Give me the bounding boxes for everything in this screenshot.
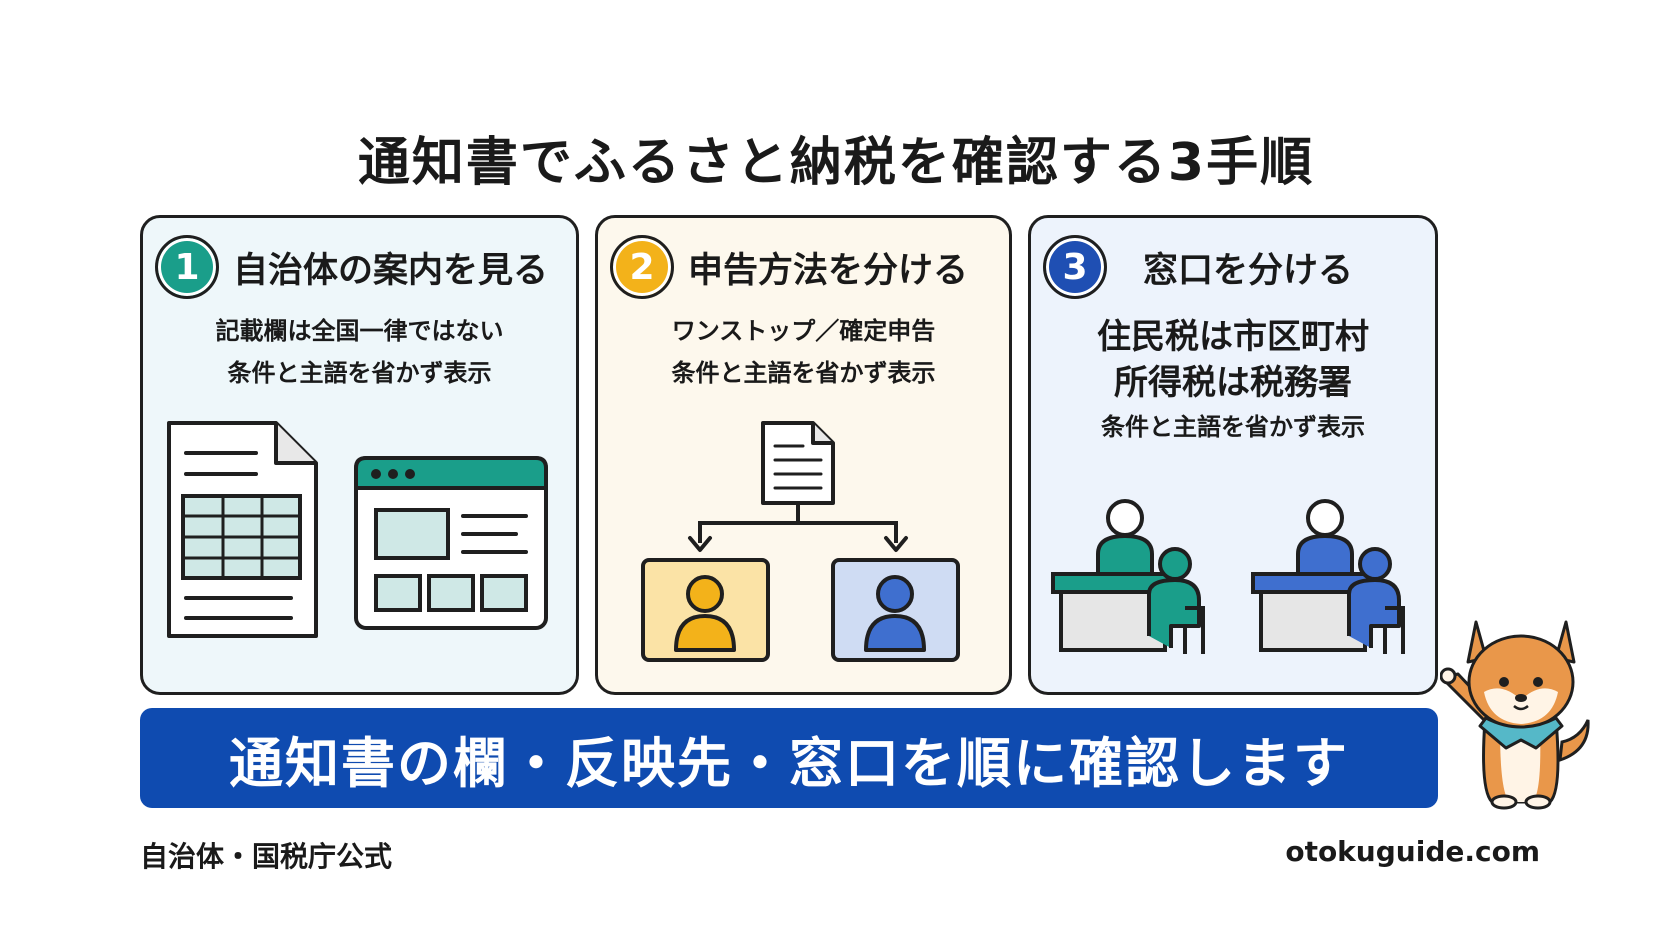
step-number-badge: 1 [155,235,219,299]
summary-banner: 通知書の欄・反映先・窓口を順に確認します [140,708,1438,808]
document-branch-illustration [641,421,960,662]
description-line: 条件と主語を省かず表示 [671,359,936,387]
document-illustration [167,421,548,638]
counter-clerk-icon [1251,499,1405,654]
description-line: 条件と主語を省かず表示 [227,359,492,387]
step-panel-2: 2 申告方法を分ける ワンストップ／確定申告 条件と主語を省かず表示 [595,215,1012,695]
document-icon [167,421,318,638]
description-line: ワンストップ／確定申告 [671,317,936,345]
description-line: 住民税は市区町村 [1097,317,1369,357]
page-title: 通知書でふるさと納税を確認する3手順 [357,133,1315,193]
counter-illustration [1051,499,1405,654]
step-number-badge: 2 [610,235,674,299]
document-branch-icon [688,421,908,552]
browser-window-icon [354,456,548,630]
description-line: 条件と主語を省かず表示 [1101,413,1365,441]
shiba-dog-mascot [1440,620,1590,810]
step-number-badge: 3 [1043,235,1107,299]
step-panel-3: 3 窓口を分ける 住民税は市区町村 所得税は税務署 条件と主語を省かず表示 [1028,215,1438,695]
step-header-3: 3 窓口を分ける [1043,232,1423,302]
description-line: 所得税は税務署 [1114,363,1352,403]
step-heading: 窓口を分ける [1143,250,1354,291]
step-heading: 申告方法を分ける [688,250,969,291]
description-line: 記載欄は全国一律ではない [215,317,504,345]
site-url: otokuguide.com [1285,835,1540,868]
step-heading: 自治体の案内を見る [233,250,549,291]
step-description: ワンストップ／確定申告 条件と主語を省かず表示 [598,310,1009,394]
step-header-1: 1 自治体の案内を見る [155,232,564,302]
step-panel-1: 1 自治体の案内を見る 記載欄は全国一律ではない 条件と主語を省かず表示 [140,215,579,695]
step-description: 記載欄は全国一律ではない 条件と主語を省かず表示 [143,310,576,394]
step-description: 住民税は市区町村 所得税は税務署 条件と主語を省かず表示 [1031,314,1435,448]
step-header-2: 2 申告方法を分ける [610,232,997,302]
source-credit: 自治体・国税庁公式 [140,840,393,873]
counter-clerk-icon [1051,499,1205,654]
person-icon [831,558,960,662]
person-icon [641,558,770,662]
